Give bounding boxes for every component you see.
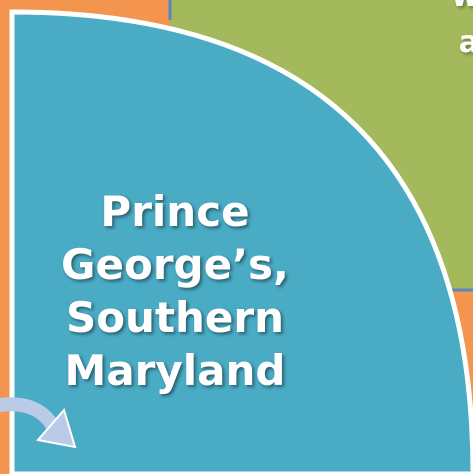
quadrant-label-line-3: Southern	[65, 293, 285, 342]
corner-label-line-2: a	[458, 25, 473, 60]
quadrant-label-line-4: Maryland	[64, 346, 286, 395]
corner-label: w a	[451, 0, 473, 66]
quadrant-shape	[9, 9, 473, 474]
quadrant-label-line-2: George’s,	[61, 240, 289, 289]
quadrant-label-line-1: Prince	[100, 187, 250, 236]
corner-label-line-1: w	[451, 0, 473, 20]
quadrant-label: Prince George’s, Southern Maryland	[50, 185, 300, 397]
curved-arrow-head-icon	[36, 407, 77, 449]
